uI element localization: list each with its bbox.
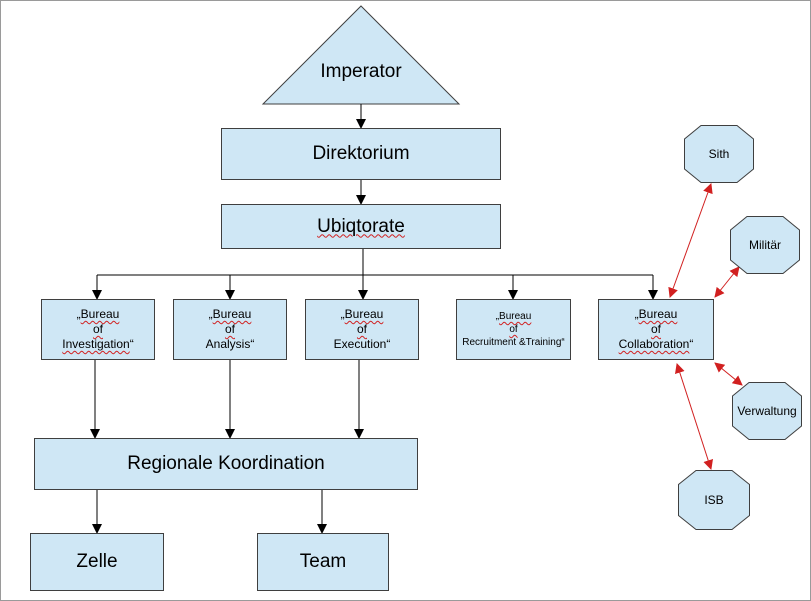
zelle-label: Zelle — [76, 551, 118, 572]
bureau-recruitment-box[interactable]: „Bureau of Recruitment &Training“ — [456, 299, 571, 360]
bureau-execution-line2: of — [356, 322, 367, 336]
partner-militaer-node[interactable]: Militär — [730, 216, 800, 274]
partner-verwaltung-label: Verwaltung — [737, 404, 797, 418]
ubiqtorate-box[interactable]: Ubiqtorate — [221, 204, 501, 249]
bureau-execution-line3: Execution“ — [333, 337, 391, 351]
bureau-collaboration-box[interactable]: „Bureau of Collaboration“ — [598, 299, 714, 360]
bureau-analysis-box[interactable]: „Bureau of Analysis“ — [173, 299, 287, 360]
bureau-analysis-line1: „Bureau — [208, 307, 252, 321]
octagon-shape — [732, 382, 802, 440]
bureau-collaboration-line3: Collaboration“ — [618, 337, 694, 351]
link-collaboration-sith — [668, 183, 713, 298]
bureau-recruitment-line1: „Bureau — [495, 311, 532, 322]
bureau-analysis-line2: of — [224, 322, 235, 336]
direktorium-box[interactable]: Direktorium — [221, 128, 501, 180]
octagon-shape — [684, 125, 754, 183]
link-collaboration-isb — [675, 363, 713, 470]
link-collaboration-verwaltung — [714, 362, 743, 386]
bureau-investigation-box[interactable]: „Bureau of Investigation“ — [41, 299, 155, 360]
imperator-label: Imperator — [320, 61, 402, 82]
regional-coordination-box[interactable]: Regionale Koordination — [34, 438, 418, 490]
link-collaboration-militaer — [714, 266, 740, 298]
bureau-analysis-line3: Analysis“ — [205, 337, 255, 351]
zelle-box[interactable]: Zelle — [30, 533, 164, 591]
partner-militaer-label: Militär — [749, 238, 781, 252]
partner-sith-node[interactable]: Sith — [684, 125, 754, 183]
bureau-execution-line1: „Bureau — [340, 307, 384, 321]
bureau-recruitment-line3: Recruitment &Training“ — [462, 337, 565, 348]
team-box[interactable]: Team — [257, 533, 389, 591]
team-label: Team — [299, 551, 347, 572]
bureau-investigation-line2: of — [92, 322, 103, 336]
bureau-collaboration-line2: of — [650, 322, 661, 336]
direktorium-label: Direktorium — [312, 143, 410, 164]
imperator-triangle[interactable] — [261, 5, 461, 105]
bureau-investigation-line1: „Bureau — [76, 307, 120, 321]
bureau-investigation-line3: Investigation“ — [62, 337, 134, 351]
bureau-collaboration-line1: „Bureau — [634, 307, 678, 321]
octagon-shape — [678, 470, 750, 530]
partner-isb-label: ISB — [704, 493, 724, 507]
bureau-execution-box[interactable]: „Bureau of Execution“ — [305, 299, 419, 360]
partner-sith-label: Sith — [708, 147, 730, 161]
bureau-recruitment-line2: of — [509, 324, 518, 335]
partner-verwaltung-node[interactable]: Verwaltung — [732, 382, 802, 440]
partner-isb-node[interactable]: ISB — [678, 470, 750, 530]
ubiqtorate-label: Ubiqtorate — [317, 215, 405, 237]
regional-coordination-label: Regionale Koordination — [127, 453, 325, 474]
octagon-shape — [730, 216, 800, 274]
